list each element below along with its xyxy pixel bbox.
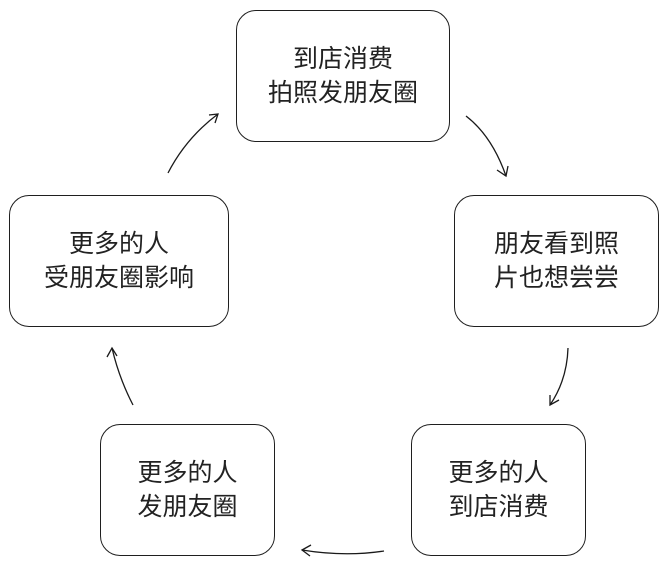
node-line: 片也想尝尝 [493, 263, 619, 292]
node-line: 受朋友圈影响 [43, 263, 194, 292]
node-line: 拍照发朋友圈 [267, 78, 418, 107]
arrow-node5-to-node1 [167, 113, 219, 174]
node-line: 发朋友圈 [137, 492, 238, 521]
node-line: 更多的人 [137, 458, 238, 487]
node-line: 更多的人 [68, 229, 169, 258]
cycle-node-more-influenced: 更多的人 受朋友圈影响 [9, 195, 229, 327]
node-line: 到店消费 [292, 44, 393, 73]
arrow-node2-to-node3 [549, 347, 569, 407]
node-line: 朋友看到照 [493, 229, 619, 258]
cycle-node-more-post-moments: 更多的人 发朋友圈 [100, 424, 275, 556]
cycle-node-friends-see-photos: 朋友看到照 片也想尝尝 [454, 195, 659, 327]
arrow-node3-to-node4 [300, 544, 385, 557]
node-line: 到店消费 [448, 492, 549, 521]
cycle-node-more-visit-store: 更多的人 到店消费 [411, 424, 586, 556]
node-line: 更多的人 [448, 458, 549, 487]
arrow-node1-to-node2 [465, 115, 509, 178]
arrow-node4-to-node5 [106, 346, 134, 406]
cycle-node-visit-store: 到店消费 拍照发朋友圈 [236, 10, 450, 142]
